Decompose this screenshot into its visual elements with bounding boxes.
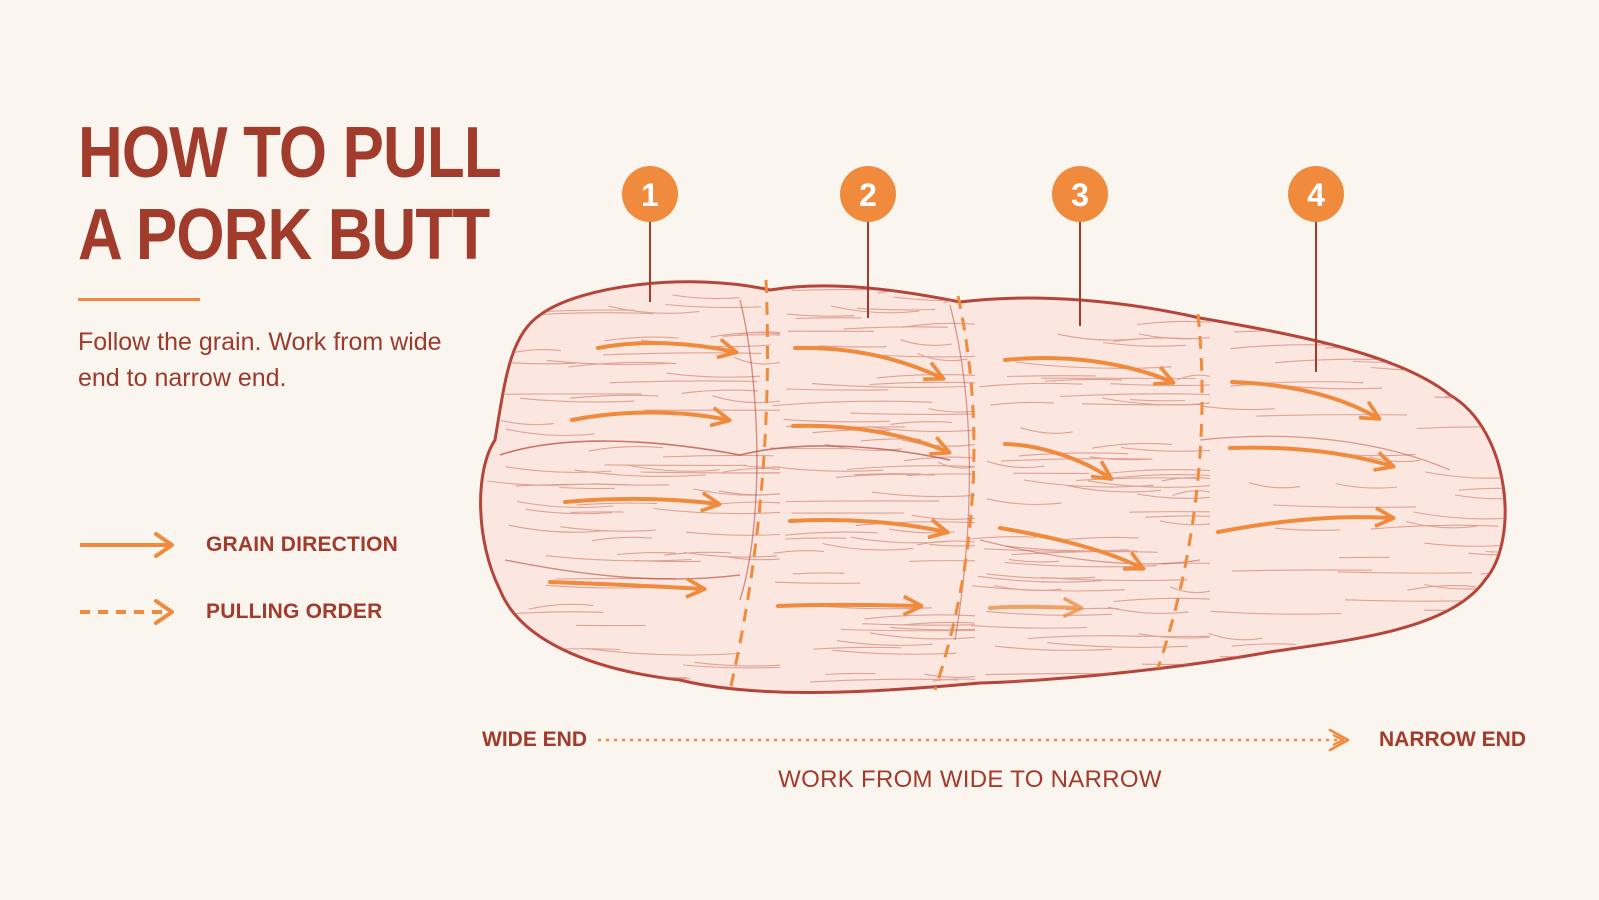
step-badge-2-label: 2 — [859, 177, 877, 213]
meat-fiber-line — [1415, 320, 1520, 322]
step-badge-1: 1 — [622, 166, 678, 222]
meat-fiber-line — [1471, 657, 1520, 661]
meat-fiber-line — [1242, 656, 1375, 658]
direction-arrowhead-icon — [1330, 730, 1348, 750]
grain-arrow — [990, 607, 1080, 608]
meat-fiber-line — [1379, 689, 1501, 693]
meat-fiber-line — [1402, 285, 1490, 290]
meat-fiber-line — [1339, 682, 1457, 686]
wide-end-label: WIDE END — [482, 728, 587, 752]
meat-fiber-line — [1394, 646, 1449, 648]
meat-fiber-line — [1476, 692, 1520, 694]
narrow-end-label: NARROW END — [1379, 728, 1526, 752]
step-badge-4: 4 — [1288, 166, 1344, 222]
meat-fiber-line — [879, 285, 975, 287]
meat-fiber-line — [850, 280, 954, 285]
meat-fiber-line — [1306, 646, 1407, 650]
meat-fiber-line — [487, 394, 642, 395]
meat-fiber-line — [1090, 294, 1178, 295]
meat-fiber-line — [986, 686, 1037, 689]
meat-fiber-line — [1409, 686, 1499, 692]
step-badge-3: 3 — [1052, 166, 1108, 222]
step-badge-3-label: 3 — [1071, 177, 1089, 213]
meat-fiber-line — [1356, 345, 1470, 347]
meat-fiber-line — [1131, 287, 1210, 290]
step-badge-4-label: 4 — [1307, 177, 1325, 213]
meat-fiber-line — [1231, 681, 1313, 684]
meat-fiber-line — [1457, 611, 1520, 613]
meat-fiber-line — [1445, 395, 1515, 396]
meat-fiber-line — [1206, 687, 1307, 692]
meat-fiber-line — [1244, 314, 1318, 315]
meat-fiber-line — [786, 501, 940, 502]
meat-fiber-line — [1143, 680, 1202, 684]
meat-fiber-line — [1473, 618, 1520, 621]
meat-fiber-line — [1429, 339, 1499, 345]
meat-fiber-line — [1430, 339, 1520, 341]
meat-fiber-line — [571, 512, 624, 513]
meat-fiber-line — [1022, 681, 1180, 685]
meat-fiber-line — [1290, 295, 1432, 299]
meat-fiber-line — [1129, 512, 1210, 513]
meat-fiber-line — [1403, 674, 1489, 676]
step-badge-1-label: 1 — [641, 177, 659, 213]
meat-fiber-line — [1419, 355, 1520, 359]
meat-fiber-line — [1302, 319, 1440, 322]
meat-fiber-line — [1253, 312, 1315, 316]
meat-fiber-line — [1291, 330, 1362, 334]
meat-fiber-line — [1486, 552, 1520, 553]
meat-fiber-line — [1211, 284, 1282, 288]
meat-fiber-line — [1341, 680, 1403, 686]
meat-fiber-line — [1467, 617, 1520, 624]
step-badge-2: 2 — [840, 166, 896, 222]
grain-arrow — [778, 605, 920, 606]
meat-fiber-line — [1306, 685, 1413, 687]
direction-caption: WORK FROM WIDE TO NARROW — [700, 766, 1240, 794]
